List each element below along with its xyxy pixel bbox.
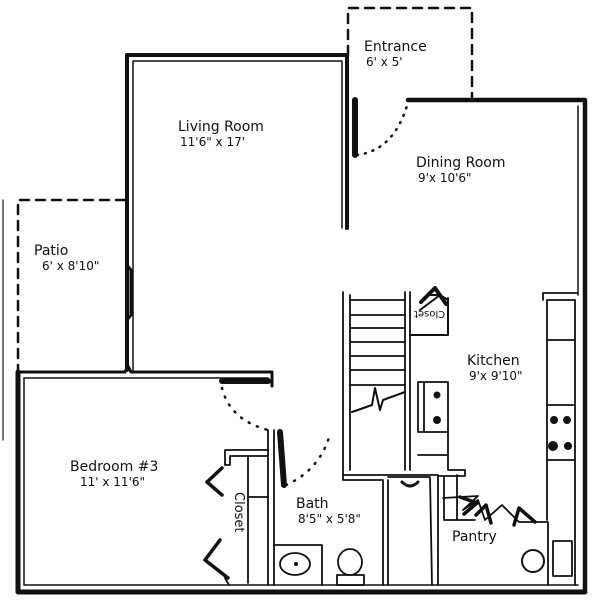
- room-name: Bedroom #3: [70, 459, 159, 475]
- exterior-wall-left: [15, 369, 588, 595]
- pantry-fixture: [552, 540, 573, 577]
- room-name: Entrance: [364, 39, 427, 55]
- room-name: Kitchen: [467, 353, 520, 369]
- bath-sink: [279, 552, 311, 576]
- bedroom-closet: [224, 449, 269, 466]
- bedroom-closet-label: Closet: [231, 492, 246, 533]
- stove-burner: [550, 416, 558, 424]
- tub-fixture: [400, 480, 420, 488]
- room-dimensions: 11'6" x 17': [180, 135, 246, 149]
- kitchen-sink: [417, 381, 449, 433]
- room-name: Closet: [231, 492, 246, 533]
- pantry-label: Pantry: [452, 530, 497, 545]
- room-dimensions: 11' x 11'6": [80, 475, 146, 489]
- room-name: Closet: [414, 308, 446, 319]
- room-name: Patio: [34, 243, 69, 259]
- entrance-label: Entrance 6' x 5': [364, 40, 427, 70]
- bath-door: [277, 429, 287, 488]
- bedroom-top-wall: [16, 364, 274, 388]
- entrance-outline: [346, 6, 474, 102]
- kitchen-label: Kitchen 9'x 9'10": [467, 354, 523, 384]
- living-room-wall: [125, 53, 349, 372]
- patio-label: Patio 6' x 8'10": [34, 244, 99, 274]
- room-dimensions: 9'x 9'10": [469, 369, 523, 383]
- patio-outline: [16, 198, 127, 372]
- room-dimensions: 9'x 10'6": [418, 171, 472, 185]
- bath-label: Bath 8'5" x 5'8": [296, 497, 361, 527]
- hall-closet-label: Closet: [414, 306, 445, 321]
- pantry-door: [458, 495, 537, 527]
- bath-partition: [342, 474, 433, 586]
- water-heater: [521, 549, 545, 573]
- bath-vanity: [273, 544, 323, 586]
- room-dimensions: 8'5" x 5'8": [298, 512, 361, 526]
- living-room-label: Living Room 11'6" x 17': [178, 120, 264, 150]
- room-dimensions: 6' x 5': [366, 55, 403, 69]
- toilet: [337, 548, 363, 576]
- bedroom-label: Bedroom #3 11' x 11'6": [70, 460, 158, 490]
- pantry-wall: [437, 474, 476, 586]
- room-name: Pantry: [452, 529, 497, 545]
- room-name: Bath: [296, 496, 329, 512]
- dining-room-label: Dining Room 9'x 10'6": [416, 156, 506, 186]
- room-name: Living Room: [178, 119, 264, 135]
- room-name: Dining Room: [416, 155, 506, 171]
- room-dimensions: 6' x 8'10": [42, 259, 100, 273]
- exterior-wall-right: [405, 97, 588, 593]
- bath-wall-left: [267, 429, 275, 586]
- kitchen-counter: [542, 292, 579, 521]
